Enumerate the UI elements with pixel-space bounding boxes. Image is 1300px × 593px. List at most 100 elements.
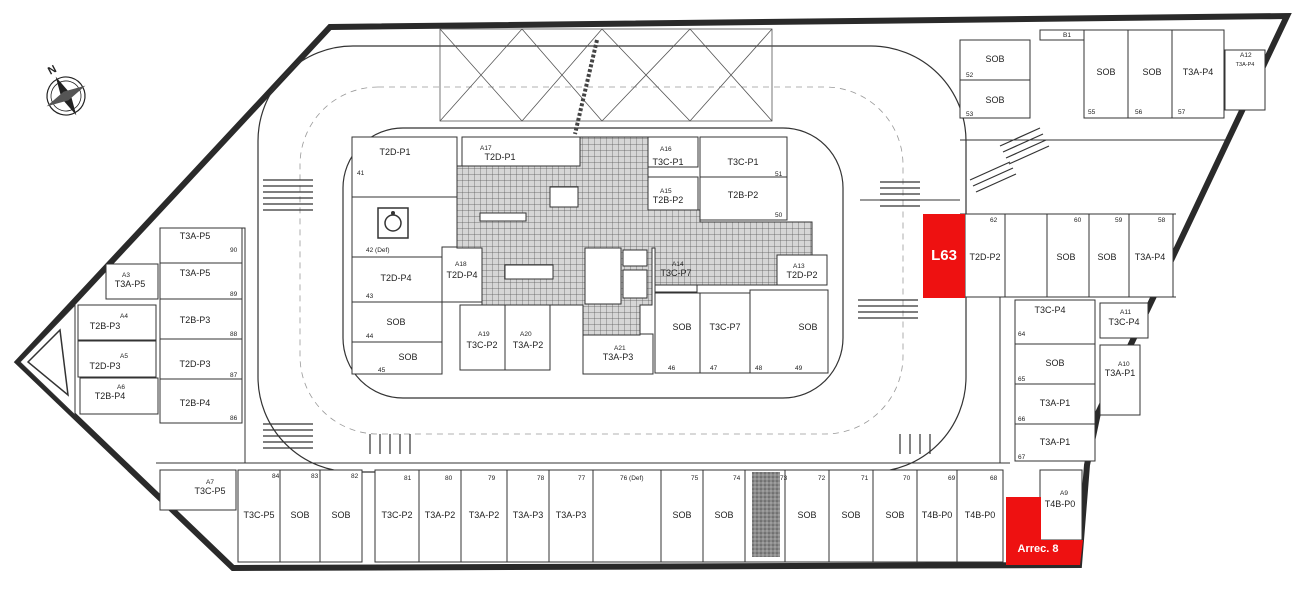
space-label: T2D-P3 xyxy=(179,359,210,369)
space-number: 45 xyxy=(378,367,386,374)
space-number: 68 xyxy=(990,475,998,482)
space-number: 48 xyxy=(755,365,763,372)
ramp-area xyxy=(439,28,773,122)
space-number: A3 xyxy=(122,272,130,279)
space-label: SOB xyxy=(386,317,405,327)
space-label: T3C-P7 xyxy=(709,322,740,332)
space-number: 86 xyxy=(230,415,238,422)
space-label: T3A-P5 xyxy=(180,231,211,241)
space-number: A5 xyxy=(120,353,128,360)
space-label: T3A-P3 xyxy=(603,352,634,362)
space-label: SOB xyxy=(1096,67,1115,77)
highlight-l63[interactable]: L63 xyxy=(923,214,965,298)
space-label: SOB xyxy=(290,510,309,520)
space-label: T3C-P5 xyxy=(243,510,274,520)
space-label: T3C-P5 xyxy=(194,486,225,496)
space-number: 90 xyxy=(230,247,238,254)
space-number: A9 xyxy=(1060,490,1068,497)
space-number: 67 xyxy=(1018,454,1026,461)
space-number: 50 xyxy=(775,212,783,219)
space-number: 82 xyxy=(351,473,359,480)
highlight-arrec-8-label: Arrec. 8 xyxy=(1018,543,1059,555)
space-label: T2B-P4 xyxy=(180,398,211,408)
space-label: T3A-P4 xyxy=(1135,252,1166,262)
space-label: T2D-P1 xyxy=(379,147,410,157)
space-label: SOB xyxy=(985,95,1004,105)
parking-block-top-right xyxy=(959,29,1266,119)
space-label: T2D-P4 xyxy=(446,270,477,280)
space-number: 65 xyxy=(1018,376,1026,383)
disabled-parking-icon xyxy=(377,207,409,239)
space-number: A20 xyxy=(520,331,532,338)
space-number: 62 xyxy=(990,217,998,224)
space-label: SOB xyxy=(672,510,691,520)
space-label: T3C-P1 xyxy=(652,157,683,167)
space-number: 78 xyxy=(537,475,545,482)
space-number: 41 xyxy=(357,170,365,177)
space-number: 51 xyxy=(775,171,783,178)
space-number: B1 xyxy=(1063,32,1071,39)
space-number: A16 xyxy=(660,146,672,153)
core-block xyxy=(351,136,829,375)
space-number: A13 xyxy=(793,263,805,270)
space-number: 79 xyxy=(488,475,496,482)
space-number: 60 xyxy=(1074,217,1082,224)
space-number: 80 xyxy=(445,475,453,482)
space-label: T2B-P3 xyxy=(90,321,121,331)
space-number: 44 xyxy=(366,333,374,340)
space-number: A12 xyxy=(1240,52,1252,59)
highlight-arrec-8[interactable]: Arrec. 8 xyxy=(1006,497,1083,565)
space-number: 73 xyxy=(780,475,788,482)
space-number: A15 xyxy=(660,188,672,195)
space-number: 87 xyxy=(230,372,238,379)
space-number: A18 xyxy=(455,261,467,268)
ring-road-mid xyxy=(299,86,904,435)
space-label: SOB xyxy=(1045,358,1064,368)
space-number: 49 xyxy=(795,365,803,372)
core-grid-area xyxy=(456,136,813,336)
space-label: SOB xyxy=(985,54,1004,64)
space-number: 74 xyxy=(733,475,741,482)
space-label: T3A-P1 xyxy=(1105,368,1136,378)
space-number: 43 xyxy=(366,293,374,300)
space-label: SOB xyxy=(398,352,417,362)
space-label: T2D-P3 xyxy=(89,361,120,371)
space-label: SOB xyxy=(841,510,860,520)
space-number: A7 xyxy=(206,479,214,486)
space-number: 64 xyxy=(1018,331,1026,338)
space-label: T2B-P4 xyxy=(95,391,126,401)
space-number: 58 xyxy=(1158,217,1166,224)
space-label: T2D-P2 xyxy=(969,252,1000,262)
space-label: T3A-P5 xyxy=(180,268,211,278)
space-number: A17 xyxy=(480,145,492,152)
parking-block-left xyxy=(19,227,243,424)
space-label: SOB xyxy=(1056,252,1075,262)
space-label: T2D-P4 xyxy=(380,273,411,283)
space-number: 89 xyxy=(230,291,238,298)
space-label: T3A-P2 xyxy=(513,340,544,350)
space-number: 57 xyxy=(1178,109,1186,116)
space-label: T3A-P1 xyxy=(1040,398,1071,408)
space-number: 53 xyxy=(966,111,974,118)
space-number: A10 xyxy=(1118,361,1130,368)
space-label: SOB xyxy=(885,510,904,520)
space-label: T3A-P3 xyxy=(556,510,587,520)
space-number: 84 xyxy=(272,473,280,480)
space-label: T2D-P2 xyxy=(786,270,817,280)
space-label: T4B-P0 xyxy=(922,510,953,520)
space-label: T3C-P7 xyxy=(660,268,691,278)
space-label: T3C-P2 xyxy=(381,510,412,520)
space-number: 66 xyxy=(1018,416,1026,423)
space-number: A4 xyxy=(120,313,128,320)
space-label: T3A-P4 xyxy=(1183,67,1214,77)
space-number-labels: 52 53 55 56 57 A12 B1 41 A17 A16 51 A15 … xyxy=(117,32,1252,497)
space-number: 88 xyxy=(230,331,238,338)
highlight-l63-label: L63 xyxy=(931,247,957,264)
space-number: 70 xyxy=(903,475,911,482)
space-label: T3A-P5 xyxy=(115,279,146,289)
space-label: T3A-P4 xyxy=(1236,62,1255,68)
hatch-strips xyxy=(263,127,1050,454)
space-number: 81 xyxy=(404,475,412,482)
space-number: 77 xyxy=(578,475,586,482)
space-number: 72 xyxy=(818,475,826,482)
